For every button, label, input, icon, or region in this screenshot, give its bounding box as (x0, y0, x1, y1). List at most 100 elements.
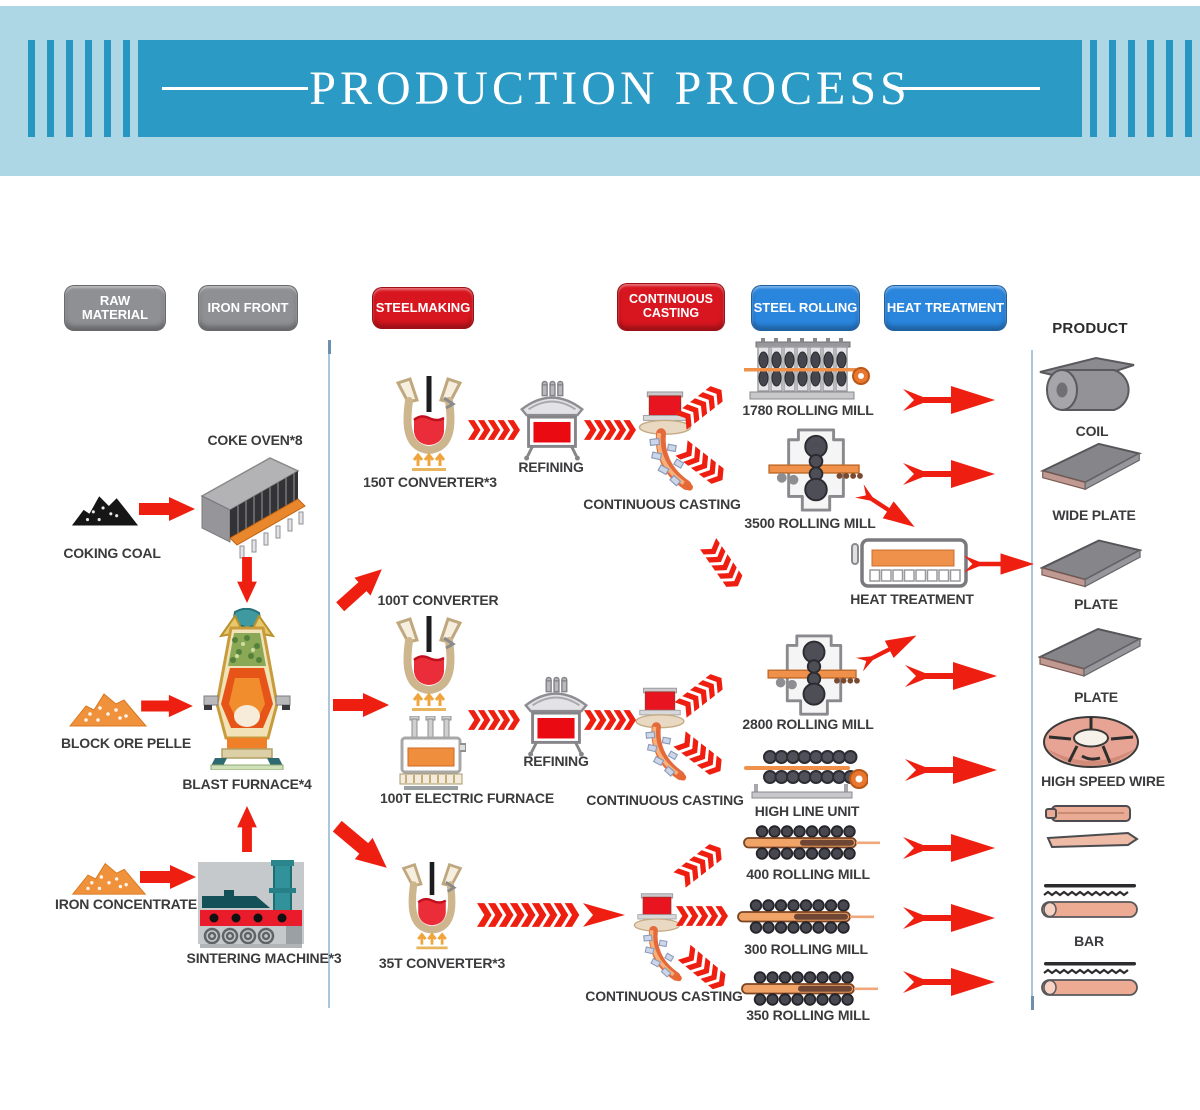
chevron-arrow-icon (673, 840, 726, 888)
arrow-up-icon (234, 806, 260, 852)
stage-raw-material: RAW MATERIAL (64, 285, 166, 331)
title-rule-left (162, 87, 308, 90)
product-column-header: PRODUCT (1052, 320, 1128, 337)
arrow-down-right-icon (327, 814, 397, 879)
rolling-mill-400-icon (742, 824, 882, 860)
stage-continuous-casting: CONTINUOUS CASTING (617, 283, 725, 331)
refining-unit-icon (520, 676, 592, 758)
label-coke-oven: COKE OVEN*8 (207, 432, 303, 448)
label-product-plate-2: PLATE (1074, 689, 1118, 705)
label-rolling-mill-300: 300 ROLLING MILL (744, 941, 868, 957)
sintering-machine-icon (198, 860, 304, 948)
label-rolling-mill-350: 350 ROLLING MILL (746, 1007, 870, 1023)
rolling-mill-300-icon (736, 898, 876, 934)
high-line-unit-icon (744, 750, 868, 799)
rolling-mill-350-icon (740, 970, 880, 1006)
header-stripe (1128, 40, 1135, 137)
arrow-right-icon (904, 756, 998, 784)
arrow-right-icon (902, 460, 996, 488)
chevron-arrow-icon (584, 420, 636, 440)
section-divider-cap (327, 340, 331, 354)
section-divider (328, 340, 330, 1008)
label-converter-100t: 100T CONVERTER (377, 592, 499, 608)
header-stripe (1090, 40, 1097, 137)
stage-steel-rolling: STEEL ROLLING (751, 285, 860, 331)
chevron-arrow-long-icon (477, 902, 625, 928)
arrow-up-right-icon (330, 558, 392, 617)
label-blast-furnace: BLAST FURNACE*4 (182, 776, 312, 792)
chevron-arrow-icon (700, 538, 746, 592)
label-continuous-casting-top: CONTINUOUS CASTING (583, 496, 741, 512)
header-stripe (1185, 40, 1192, 137)
arrow-right-icon (139, 694, 195, 718)
label-heat-treatment: HEAT TREATMENT (850, 591, 974, 607)
label-product-high-speed-wire: HIGH SPEED WIRE (1041, 773, 1165, 789)
electric-furnace-icon (399, 716, 466, 790)
arrow-right-icon (332, 692, 390, 718)
product-divider-cap (1030, 996, 1034, 1010)
label-continuous-casting-bottom: CONTINUOUS CASTING (585, 988, 743, 1004)
label-high-line-unit: HIGH LINE UNIT (754, 803, 860, 819)
label-refining-mid: REFINING (523, 753, 589, 769)
section-profiles-icon (1045, 805, 1139, 849)
refining-unit-icon (516, 380, 588, 462)
header-stripe (28, 40, 35, 137)
product-divider (1031, 350, 1033, 1010)
bar-icon (1040, 882, 1140, 926)
rolling-mill-2800-icon (766, 634, 862, 718)
ore-pile-icon (70, 856, 148, 898)
bar-icon (1040, 960, 1140, 1004)
label-rolling-mill-2800: 2800 ROLLING MILL (742, 716, 874, 732)
converter-35t-icon (398, 862, 466, 952)
stage-iron-front: IRON FRONT (198, 285, 298, 331)
plate-icon (1038, 624, 1142, 684)
label-rolling-mill-1780: 1780 ROLLING MILL (742, 402, 874, 418)
coil-icon (1039, 356, 1135, 411)
coke-oven-icon (200, 457, 306, 559)
converter-150t-icon (392, 376, 466, 474)
header-stripe (1166, 40, 1173, 137)
stage-steelmaking: STEELMAKING (372, 287, 474, 329)
converter-100t-icon (392, 616, 466, 714)
ore-pile-icon (68, 686, 148, 730)
header-stripe (1147, 40, 1154, 137)
coal-pile-icon (71, 496, 139, 526)
arrow-down-icon (234, 557, 260, 603)
title-rule-right (894, 87, 1040, 90)
page-title: PRODUCTION PROCESS (309, 62, 911, 115)
arrow-right-icon (902, 834, 996, 862)
label-converter-150t: 150T CONVERTER*3 (363, 474, 497, 490)
blast-furnace-icon (203, 608, 291, 770)
header-stripe (47, 40, 54, 137)
label-refining-top: REFINING (518, 459, 584, 475)
label-product-plate: PLATE (1074, 596, 1118, 612)
label-converter-35t: 35T CONVERTER*3 (378, 955, 506, 971)
wide-plate-icon (1040, 440, 1142, 496)
label-rolling-mill-400: 400 ROLLING MILL (746, 866, 870, 882)
label-electric-furnace: 100T ELECTRIC FURNACE (380, 790, 554, 806)
stage-heat-treatment: HEAT TREATMENT (884, 285, 1007, 331)
rolling-mill-3500-icon (768, 428, 864, 514)
header-stripe (104, 40, 111, 137)
rolling-mill-1780-icon (744, 338, 870, 400)
plate-icon (1040, 536, 1142, 594)
arrow-right-icon (139, 864, 197, 890)
header-stripe (1109, 40, 1116, 137)
label-coking-coal: COKING COAL (63, 545, 161, 561)
arrow-right-icon (902, 386, 996, 414)
label-product-wide-plate: WIDE PLATE (1052, 507, 1136, 523)
label-product-bar: BAR (1074, 933, 1104, 949)
header-stripe (85, 40, 92, 137)
arrow-right-icon (904, 662, 998, 690)
label-product-coil: COIL (1075, 423, 1109, 439)
arrow-right-icon (902, 968, 996, 996)
arrow-right-icon (139, 496, 195, 522)
header-stripe (123, 40, 130, 137)
header-stripe (66, 40, 73, 137)
chevron-arrow-icon (584, 710, 636, 730)
arrow-right-icon (964, 551, 1034, 577)
heat-treatment-furnace-icon (851, 538, 968, 588)
label-iron-concentrate: IRON CONCENTRATE (55, 896, 197, 912)
high-speed-wire-icon (1043, 716, 1139, 768)
